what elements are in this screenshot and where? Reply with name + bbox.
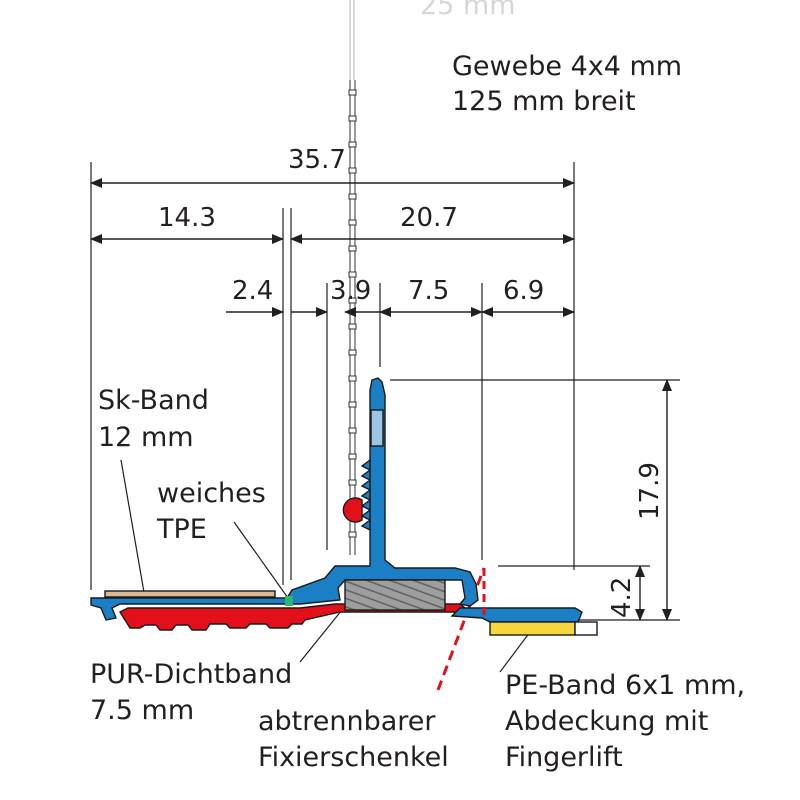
tpe-tip	[285, 596, 293, 606]
flange-window	[370, 409, 384, 447]
tpe-label-line2: TPE	[156, 514, 207, 545]
dim-left: 14.3	[158, 203, 216, 233]
flange-teeth	[360, 458, 372, 532]
mesh-knot	[348, 349, 357, 356]
pe-label-line3: Fingerlift	[505, 742, 623, 773]
dim-d1: 2.4	[232, 276, 273, 306]
mesh-knot	[348, 401, 357, 408]
dim-height-base: 4.2	[607, 577, 637, 618]
dim-d3: 7.5	[408, 276, 449, 306]
mesh-knots	[348, 89, 357, 538]
fingerlift-tab	[574, 621, 598, 636]
fix-label-line2: Fixierschenkel	[258, 742, 449, 773]
mesh-knot	[348, 245, 357, 252]
mesh-knot	[348, 89, 357, 96]
dim-total: 35.7	[288, 145, 346, 175]
mesh-knot	[348, 531, 357, 538]
mesh-knot	[348, 297, 357, 304]
fix-label-line1: abtrennbarer	[258, 706, 436, 737]
gewebe-label-line2: 125 mm breit	[452, 86, 636, 117]
extension-lines	[90, 162, 680, 621]
profile-assembly	[90, 377, 598, 636]
tpe-label-line1: weiches	[157, 478, 266, 509]
mesh-knot	[348, 479, 357, 486]
red-bead	[342, 497, 363, 523]
dimension-lines	[90, 178, 672, 621]
dim-d4: 6.9	[503, 276, 544, 306]
mesh-gewebe	[348, 0, 357, 555]
pe-band	[489, 621, 576, 636]
dim-right: 20.7	[400, 203, 458, 233]
mesh-knot	[348, 193, 357, 200]
dim-height-total: 17.9	[635, 462, 665, 520]
pe-label-line2: Abdeckung mit	[505, 706, 708, 737]
sk-band-strip	[104, 590, 276, 598]
mesh-knot	[348, 271, 357, 278]
mesh-knot	[348, 141, 357, 148]
pur-label-line2: 7.5 mm	[90, 695, 194, 726]
gewebe-label-line1: Gewebe 4x4 mm	[452, 51, 682, 82]
mesh-knot	[348, 115, 357, 122]
sk-band-label-line1: Sk-Band	[98, 385, 209, 416]
mesh-knot	[348, 427, 357, 434]
mesh-knot	[348, 219, 357, 226]
sk-band-label-line2: 12 mm	[98, 422, 194, 453]
dim-d2: 3.9	[330, 276, 371, 306]
pur-label-line1: PUR-Dichtband	[90, 659, 292, 690]
mesh-knot	[348, 167, 357, 174]
foam-block	[344, 579, 446, 611]
top-cut-label: 25 mm	[420, 0, 516, 21]
profile-right-strip	[450, 607, 583, 623]
mesh-knot	[348, 453, 357, 460]
mesh-knot	[348, 323, 357, 330]
pe-label-line1: PE-Band 6x1 mm,	[505, 670, 745, 701]
mesh-knot	[348, 375, 357, 382]
